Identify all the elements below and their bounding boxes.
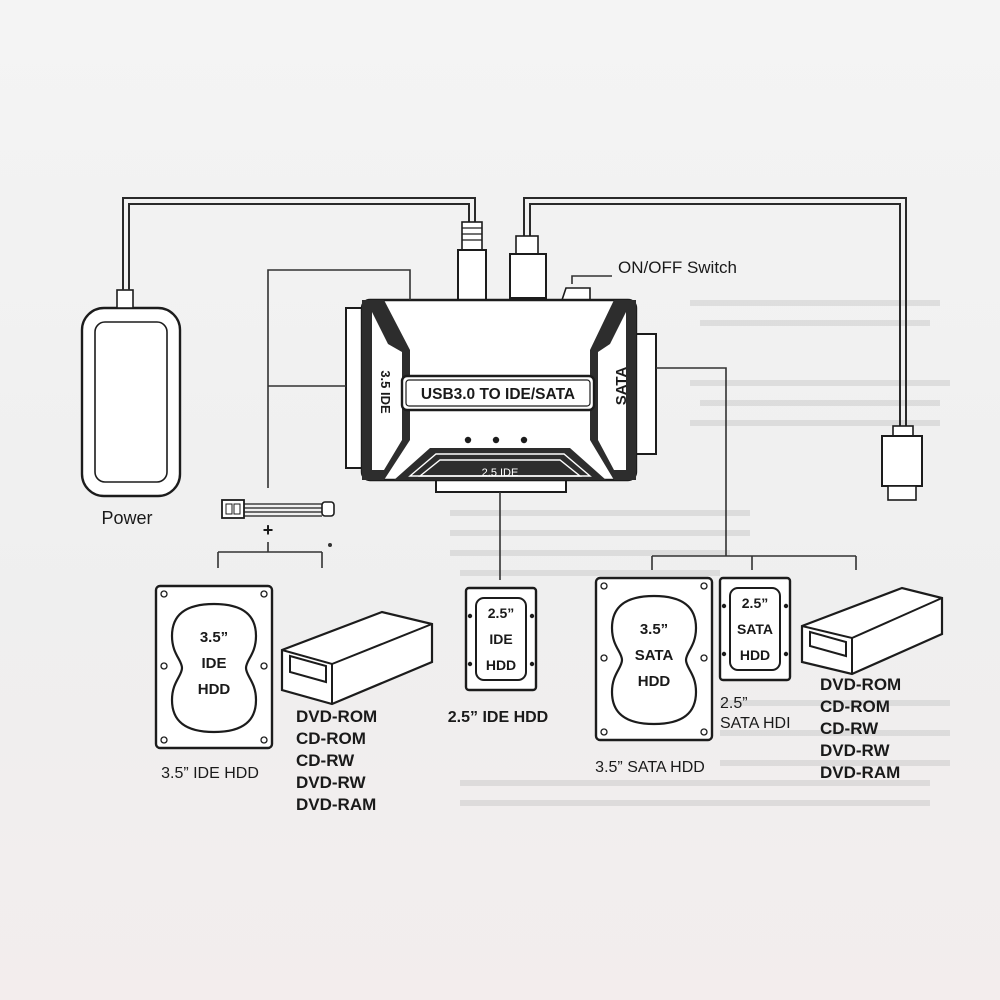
optical-right-item: CD-ROM (820, 697, 890, 716)
adapter-title: USB3.0 TO IDE/SATA (421, 386, 575, 403)
molex-plus-sign: + (263, 520, 274, 540)
hdd-2-5-sata (718, 576, 792, 682)
optical-left-item: CD-ROM (296, 729, 366, 748)
optical-left-item: DVD-ROM (296, 707, 377, 726)
optical-list-left: DVD-ROM CD-ROM CD-RW DVD-RW DVD-RAM (296, 707, 377, 814)
optical-left-item: DVD-RW (296, 773, 367, 792)
hdd-2-5-sata-line-3: HDD (740, 647, 770, 663)
hdd-3-5-sata-line-3: HDD (638, 673, 671, 690)
hdd-3-5-sata-line-1: 3.5” (640, 621, 668, 638)
hdd-3-5-ide-line-3: HDD (198, 681, 231, 698)
hdd-3-5-sata-caption: 3.5” SATA HDD (595, 759, 705, 776)
optical-drive-right (800, 586, 944, 676)
optical-left-item: DVD-RAM (296, 795, 376, 814)
hdd-2-5-ide-line-3: HDD (486, 657, 516, 673)
usb-plug-adapter-side (509, 235, 547, 299)
hdd-3-5-ide (154, 584, 274, 750)
hdd-3-5-ide-line-2: IDE (201, 655, 226, 672)
optical-right-item: CD-RW (820, 719, 879, 738)
hdd-2-5-ide-line-1: 2.5” (488, 605, 514, 621)
hdd-3-5-ide-line-1: 3.5” (200, 629, 228, 646)
hdd-2-5-sata-caption-line-2: SATA HDI (720, 715, 791, 732)
optical-left-item: CD-RW (296, 751, 355, 770)
ide35-split-line (217, 542, 323, 568)
hdd-2-5-ide (464, 586, 538, 692)
dc-barrel-plug (457, 221, 487, 301)
on-off-switch (560, 275, 612, 301)
power-cable (122, 197, 476, 290)
background-manual-text (450, 300, 950, 806)
usb-plug-computer-side (881, 425, 923, 501)
on-off-switch-label: ON/OFF Switch (618, 258, 737, 277)
optical-list-right: DVD-ROM CD-ROM CD-RW DVD-RW DVD-RAM (820, 675, 901, 782)
hdd-2-5-sata-line-1: 2.5” (742, 595, 768, 611)
port-label-sata: SATA (613, 367, 630, 406)
port-label-3-5-ide: 3.5 IDE (378, 370, 393, 414)
hdd-2-5-ide-caption: 2.5” IDE HDD (448, 709, 548, 726)
optical-right-item: DVD-RAM (820, 763, 900, 782)
port-label-2-5-ide: 2.5 IDE (482, 467, 519, 479)
optical-drive-left (280, 610, 434, 706)
power-label: Power (101, 508, 152, 528)
optical-right-item: DVD-RW (820, 741, 891, 760)
hdd-3-5-sata (594, 576, 714, 742)
hdd-3-5-ide-caption: 3.5” IDE HDD (161, 765, 259, 782)
usb-ide-sata-adapter (345, 298, 657, 493)
sata-link-line (656, 367, 727, 556)
usb-cable (523, 197, 907, 426)
hdd-2-5-sata-line-2: SATA (737, 621, 773, 637)
power-adapter (80, 289, 182, 498)
hdd-3-5-sata-line-2: SATA (635, 647, 674, 664)
molex-power-connector (221, 499, 335, 519)
hdd-2-5-ide-line-2: IDE (489, 631, 512, 647)
hdd-2-5-sata-caption-line-1: 2.5” (720, 695, 748, 712)
optical-right-item: DVD-ROM (820, 675, 901, 694)
